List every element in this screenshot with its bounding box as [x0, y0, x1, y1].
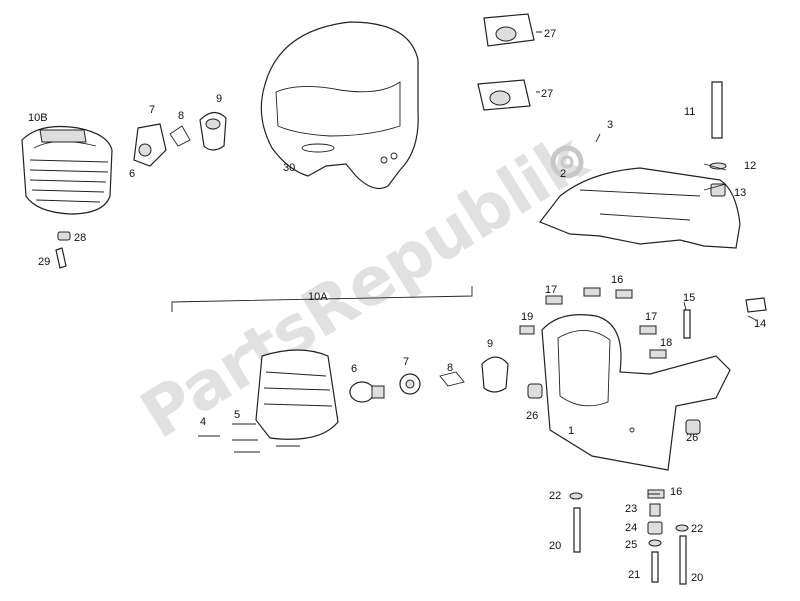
label-8-mid: 8	[447, 362, 453, 374]
label-20-right: 20	[691, 572, 703, 584]
gear-icon	[550, 145, 584, 179]
bracket-27-lower	[477, 79, 531, 111]
switch-assembly-top	[133, 111, 227, 167]
label-4: 4	[200, 416, 206, 428]
label-29: 29	[38, 256, 50, 268]
label-9-top: 9	[216, 93, 222, 105]
label-12: 12	[744, 160, 756, 172]
label-16-top: 16	[611, 274, 623, 286]
label-16-bottom: 16	[670, 486, 682, 498]
label-27-upper: 27	[544, 28, 556, 40]
clip-18	[649, 349, 667, 359]
screw-21	[651, 551, 659, 583]
headlight-housing-10a	[255, 349, 339, 440]
washer-22b	[675, 524, 689, 532]
reference-labels: 10B 7 8 9 6 28 29 30 27 27 3 2 11 12 13 …	[28, 28, 766, 584]
handlebar-cover-1	[541, 314, 731, 471]
washer-25	[648, 539, 662, 547]
label-17-mid: 17	[645, 311, 657, 323]
label-28: 28	[74, 232, 86, 244]
label-10a: 10A	[308, 291, 328, 303]
label-26-left: 26	[526, 410, 538, 422]
bulb-6	[349, 381, 385, 403]
clip-8	[439, 371, 465, 387]
clip-16a	[583, 287, 601, 297]
label-3: 3	[607, 119, 613, 131]
label-20-left: 20	[549, 540, 561, 552]
front-shield-30	[260, 21, 419, 189]
label-8-top: 8	[178, 110, 184, 122]
label-19: 19	[521, 311, 533, 323]
bushing-26b	[685, 419, 701, 435]
bracket-27-upper	[483, 13, 535, 47]
label-17-top: 17	[545, 284, 557, 296]
label-11: 11	[684, 106, 695, 118]
label-22-left: 22	[549, 490, 561, 502]
label-15: 15	[683, 292, 695, 304]
headlight-lens-10b	[21, 125, 113, 215]
label-27-lower: 27	[541, 88, 553, 100]
screws-5	[232, 423, 300, 453]
clip-16a-2	[615, 289, 633, 299]
label-23: 23	[625, 503, 637, 515]
stud-11	[711, 81, 723, 139]
label-22-right: 22	[691, 523, 703, 535]
cap-9	[481, 356, 509, 393]
label-24: 24	[625, 522, 637, 534]
screw-29	[55, 247, 67, 269]
clip-19	[519, 325, 535, 335]
group-10a-bracket	[171, 286, 473, 312]
label-1: 1	[568, 425, 574, 437]
label-2: 2	[560, 168, 566, 180]
label-13: 13	[734, 187, 746, 199]
screw-20a	[573, 507, 581, 553]
socket-7	[399, 373, 421, 395]
handlebar-cover-2	[539, 167, 741, 249]
leader-lines	[536, 31, 757, 495]
screw-15	[683, 309, 691, 339]
bolt-14	[745, 297, 767, 313]
screw-20b	[679, 535, 687, 585]
label-7-top: 7	[149, 104, 155, 116]
washer-22a	[569, 492, 583, 500]
label-18: 18	[660, 337, 672, 349]
label-26-right: 26	[686, 432, 698, 444]
label-30: 30	[283, 162, 295, 174]
label-6-top: 6	[129, 168, 135, 180]
label-7-mid: 7	[403, 356, 409, 368]
nut-24	[647, 521, 663, 535]
label-25: 25	[625, 539, 637, 551]
clip-17a	[545, 295, 563, 305]
spacer-23	[649, 503, 661, 517]
clip-17b	[639, 325, 657, 335]
label-10b: 10B	[28, 112, 48, 124]
label-14: 14	[754, 318, 766, 330]
bushing-26a	[527, 383, 543, 399]
nut-28	[57, 231, 71, 241]
label-5: 5	[234, 409, 240, 421]
label-9-mid: 9	[487, 338, 493, 350]
label-21: 21	[628, 569, 640, 581]
label-6-mid: 6	[351, 363, 357, 375]
